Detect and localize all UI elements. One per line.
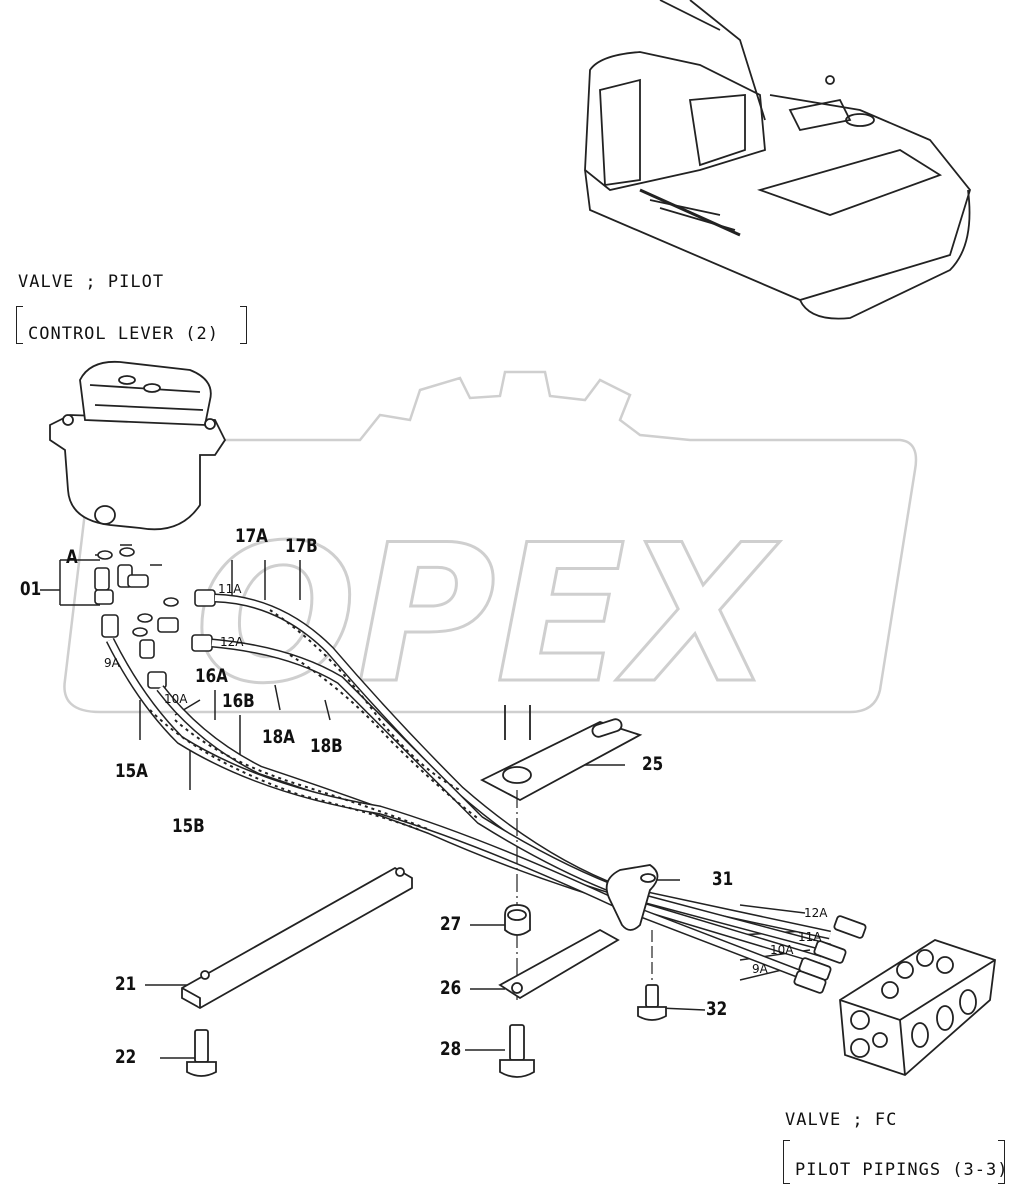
callout-22: 22	[115, 1046, 137, 1068]
callout-17A: 17A	[235, 525, 268, 547]
excavator-overview	[584, 0, 972, 320]
callout-r9A: 9A	[752, 962, 768, 976]
hose-armor	[149, 609, 481, 831]
callout-15B: 15B	[172, 815, 205, 837]
callout-9A: 9A	[104, 656, 120, 670]
callout-27: 27	[440, 913, 462, 935]
plate	[480, 705, 643, 802]
callout-25: 25	[642, 753, 664, 775]
bracket-right	[240, 306, 247, 344]
callout-r12A: 12A	[804, 906, 828, 920]
spacer-plate-bolt	[498, 904, 620, 1078]
valve-pilot-subtitle: CONTROL LEVER (2)	[28, 324, 219, 344]
stay-and-bolt	[181, 866, 413, 1077]
valve-fc-title: VALVE ; FC	[785, 1110, 898, 1130]
callout-r10A: 10A	[770, 943, 794, 957]
bracket-left	[16, 306, 23, 344]
valve-pilot-title: VALVE ; PILOT	[18, 272, 165, 292]
callout-10A: 10A	[164, 692, 188, 706]
callout-21: 21	[115, 973, 137, 995]
callout-17B: 17B	[285, 535, 318, 557]
watermark-text: OPEX	[195, 504, 781, 725]
fc-valve-block	[793, 915, 996, 1077]
callout-r11A: 11A	[798, 930, 822, 944]
bracket-left-fc	[783, 1140, 790, 1184]
watermark-logo: OPEX	[63, 370, 918, 727]
bracket-right-fc	[998, 1140, 1005, 1184]
callout-28: 28	[440, 1038, 462, 1060]
callout-31: 31	[712, 868, 734, 890]
callout-18B: 18B	[310, 735, 343, 757]
clamp	[605, 864, 659, 931]
callout-11A: 11A	[218, 582, 242, 596]
callout-12A: 12A	[220, 635, 244, 649]
callout-A: A	[66, 546, 78, 568]
pilot-valve-body	[49, 360, 227, 531]
callout-01: 01	[20, 578, 42, 600]
callout-18A: 18A	[262, 726, 295, 748]
callout-16A: 16A	[195, 665, 228, 687]
callout-32: 32	[706, 998, 728, 1020]
callout-15A: 15A	[115, 760, 148, 782]
valve-fc-subtitle: PILOT PIPINGS (3-3)	[795, 1160, 1009, 1180]
callout-26: 26	[440, 977, 462, 999]
bolt-32	[637, 984, 667, 1021]
callout-16B: 16B	[222, 690, 255, 712]
